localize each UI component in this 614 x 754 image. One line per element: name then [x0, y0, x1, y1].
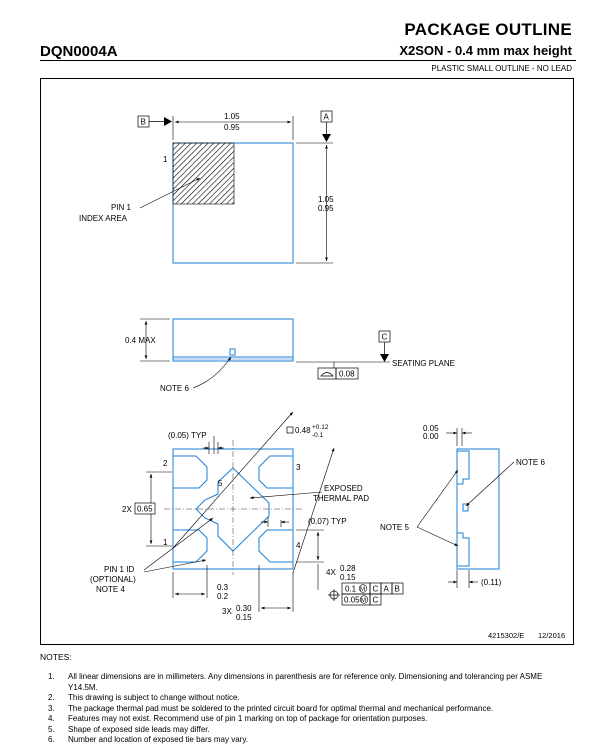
section-note6: NOTE 6 [516, 458, 545, 467]
header-rule [40, 60, 576, 61]
side-view: 0.4 MAX NOTE 6 C SEATING PLANE 0.08 [125, 318, 455, 393]
pin4-number: 4 [296, 541, 301, 550]
pin1id-label-3: NOTE 4 [96, 585, 125, 594]
notes-list: 1.All linear dimensions are in millimete… [48, 672, 568, 746]
drawing-date: 12/2016 [538, 631, 565, 640]
pin1id-label-1: PIN 1 ID [104, 565, 134, 574]
height-min: 0.95 [318, 204, 334, 213]
fcf2-tolerance: 0.05 [344, 596, 360, 605]
fcf1-datum-c: C [373, 585, 379, 594]
section-dim-011: (0.11) [481, 578, 502, 587]
datum-a: A [324, 113, 330, 122]
note-item: 4.Features may not exist. Recommend use … [48, 714, 428, 723]
pin1id-label-2: (OPTIONAL) [90, 575, 136, 584]
lead-pin1 [172, 529, 208, 563]
lead-length2-max: 0.30 [236, 604, 252, 613]
note-item: 3.The package thermal pad must be solder… [48, 703, 494, 713]
page-title: PACKAGE OUTLINE [404, 20, 572, 39]
pin2-number: 2 [163, 459, 168, 468]
lead-length-max: 0.3 [217, 583, 229, 592]
drawing-frame [40, 78, 574, 645]
pitch-prefix: 2X [122, 505, 132, 514]
side-view-body [172, 318, 294, 362]
lead-width-prefix: 4X [326, 568, 336, 577]
note-item: 5.Shape of exposed side leads may differ… [48, 724, 210, 734]
typ-007: (0.07) TYP [308, 517, 347, 526]
section-tie-bar [462, 503, 469, 512]
note6-label: NOTE 6 [160, 384, 189, 393]
pin1-index-label-1: PIN 1 [111, 203, 132, 212]
lead-pin4 [258, 529, 294, 563]
pin3-number: 3 [296, 463, 301, 472]
section-lead-bottom [457, 532, 470, 567]
height-max: 1.05 [318, 195, 334, 204]
datum-b: B [141, 118, 146, 127]
notes-heading: NOTES: [40, 652, 72, 662]
pin1-index-area [172, 142, 235, 205]
fcf1-datum-a: A [384, 585, 390, 594]
fcf2-datum-c: C [373, 596, 379, 605]
thermal-pad-number: 5 [218, 479, 223, 488]
lead-length-min: 0.2 [217, 592, 229, 601]
fcf2-modifier: M [361, 598, 366, 604]
bottom-view: 2 3 1 4 5 (0.05) TYP 0.48 +0.12 -0.1 2X … [90, 411, 404, 622]
section-dim-min: 0.00 [423, 432, 439, 441]
section-lead-top [457, 450, 470, 485]
note-item: 2.This drawing is subject to change with… [48, 693, 240, 702]
lead-width-min: 0.15 [340, 573, 356, 582]
pad-size-plus: +0.12 [312, 424, 329, 431]
pad-size-minus: -0.1 [312, 432, 324, 439]
fcf1-modifier: M [360, 587, 365, 593]
package-subtitle: X2SON - 0.4 mm max height [399, 43, 572, 58]
pin1-bottom-number: 1 [163, 538, 168, 547]
exposed-pad-label-1: EXPOSED [324, 484, 363, 493]
seating-plane: SEATING PLANE [392, 359, 455, 368]
note-item: 1.All linear dimensions are in millimete… [48, 672, 543, 692]
width-max: 1.05 [224, 112, 240, 121]
pin1-number: 1 [163, 155, 168, 164]
lead-length2-prefix: 3X [222, 607, 232, 616]
datum-c: C [382, 333, 388, 342]
section-view: 0.05 0.00 NOTE 6 NOTE 5 (0.11) [380, 424, 545, 588]
fcf1-tolerance: 0.1 [345, 585, 357, 594]
typ-005: (0.05) TYP [168, 431, 207, 440]
lead-width-max: 0.28 [340, 564, 356, 573]
lead-pin3 [258, 455, 294, 489]
section-body [456, 448, 500, 570]
pad-size: 0.48 [295, 426, 311, 435]
drawing-number: 4215302/E [488, 631, 524, 640]
section-note5: NOTE 5 [380, 523, 409, 532]
pin1-index-label-2: INDEX AREA [79, 214, 128, 223]
max-height: 0.4 MAX [125, 336, 156, 345]
section-dim-max: 0.05 [423, 424, 439, 433]
lead-length2-min: 0.15 [236, 613, 252, 622]
document-number: DQN0004A [40, 43, 118, 60]
flatness-value: 0.08 [339, 370, 355, 379]
top-view: 1 PIN 1 INDEX AREA B 1.05 0.95 A 1.05 0.… [79, 110, 334, 264]
pitch-value: 0.65 [137, 505, 153, 514]
lead-pin2 [172, 455, 208, 489]
note-item: 6.Number and location of exposed tie bar… [48, 735, 248, 744]
fcf1-datum-b: B [395, 585, 400, 594]
exposed-pad-label-2: THERMAL PAD [313, 494, 369, 503]
width-min: 0.95 [224, 123, 240, 132]
package-description: PLASTIC SMALL OUTLINE - NO LEAD [431, 64, 572, 73]
